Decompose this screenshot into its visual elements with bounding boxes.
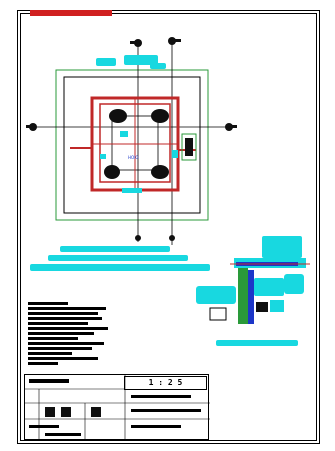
axis-marker-top-right <box>168 37 181 45</box>
sheet-border-inner <box>20 13 317 441</box>
axis-marker-left <box>26 123 37 131</box>
top-annotation <box>96 55 166 69</box>
title-block-grid <box>25 375 210 441</box>
footing-plan <box>70 96 196 192</box>
inner-annotations <box>100 131 178 193</box>
drawing-scale: 1 : 2 5 <box>124 376 207 390</box>
section-detail <box>196 236 310 346</box>
plan-right-detail <box>181 133 197 161</box>
plan-caption <box>30 246 210 271</box>
sheet-header-strip <box>30 10 112 16</box>
anchor-block-top-right <box>151 109 169 123</box>
axis-marker-top-left <box>130 39 142 47</box>
general-notes <box>28 300 114 365</box>
axis-marker-bottom-left <box>135 235 141 241</box>
title-block <box>24 374 210 441</box>
axis-marker-bottom-right <box>169 235 175 241</box>
plan-outer-frame <box>55 69 209 221</box>
center-label: HOIO <box>128 155 138 160</box>
anchor-block-bottom-left <box>104 165 120 179</box>
plan-inner-frame <box>63 76 201 214</box>
anchor-block-bottom-right <box>151 165 169 179</box>
anchor-block-top-left <box>109 109 127 123</box>
axis-marker-right <box>225 123 237 131</box>
sheet-border <box>17 10 320 444</box>
